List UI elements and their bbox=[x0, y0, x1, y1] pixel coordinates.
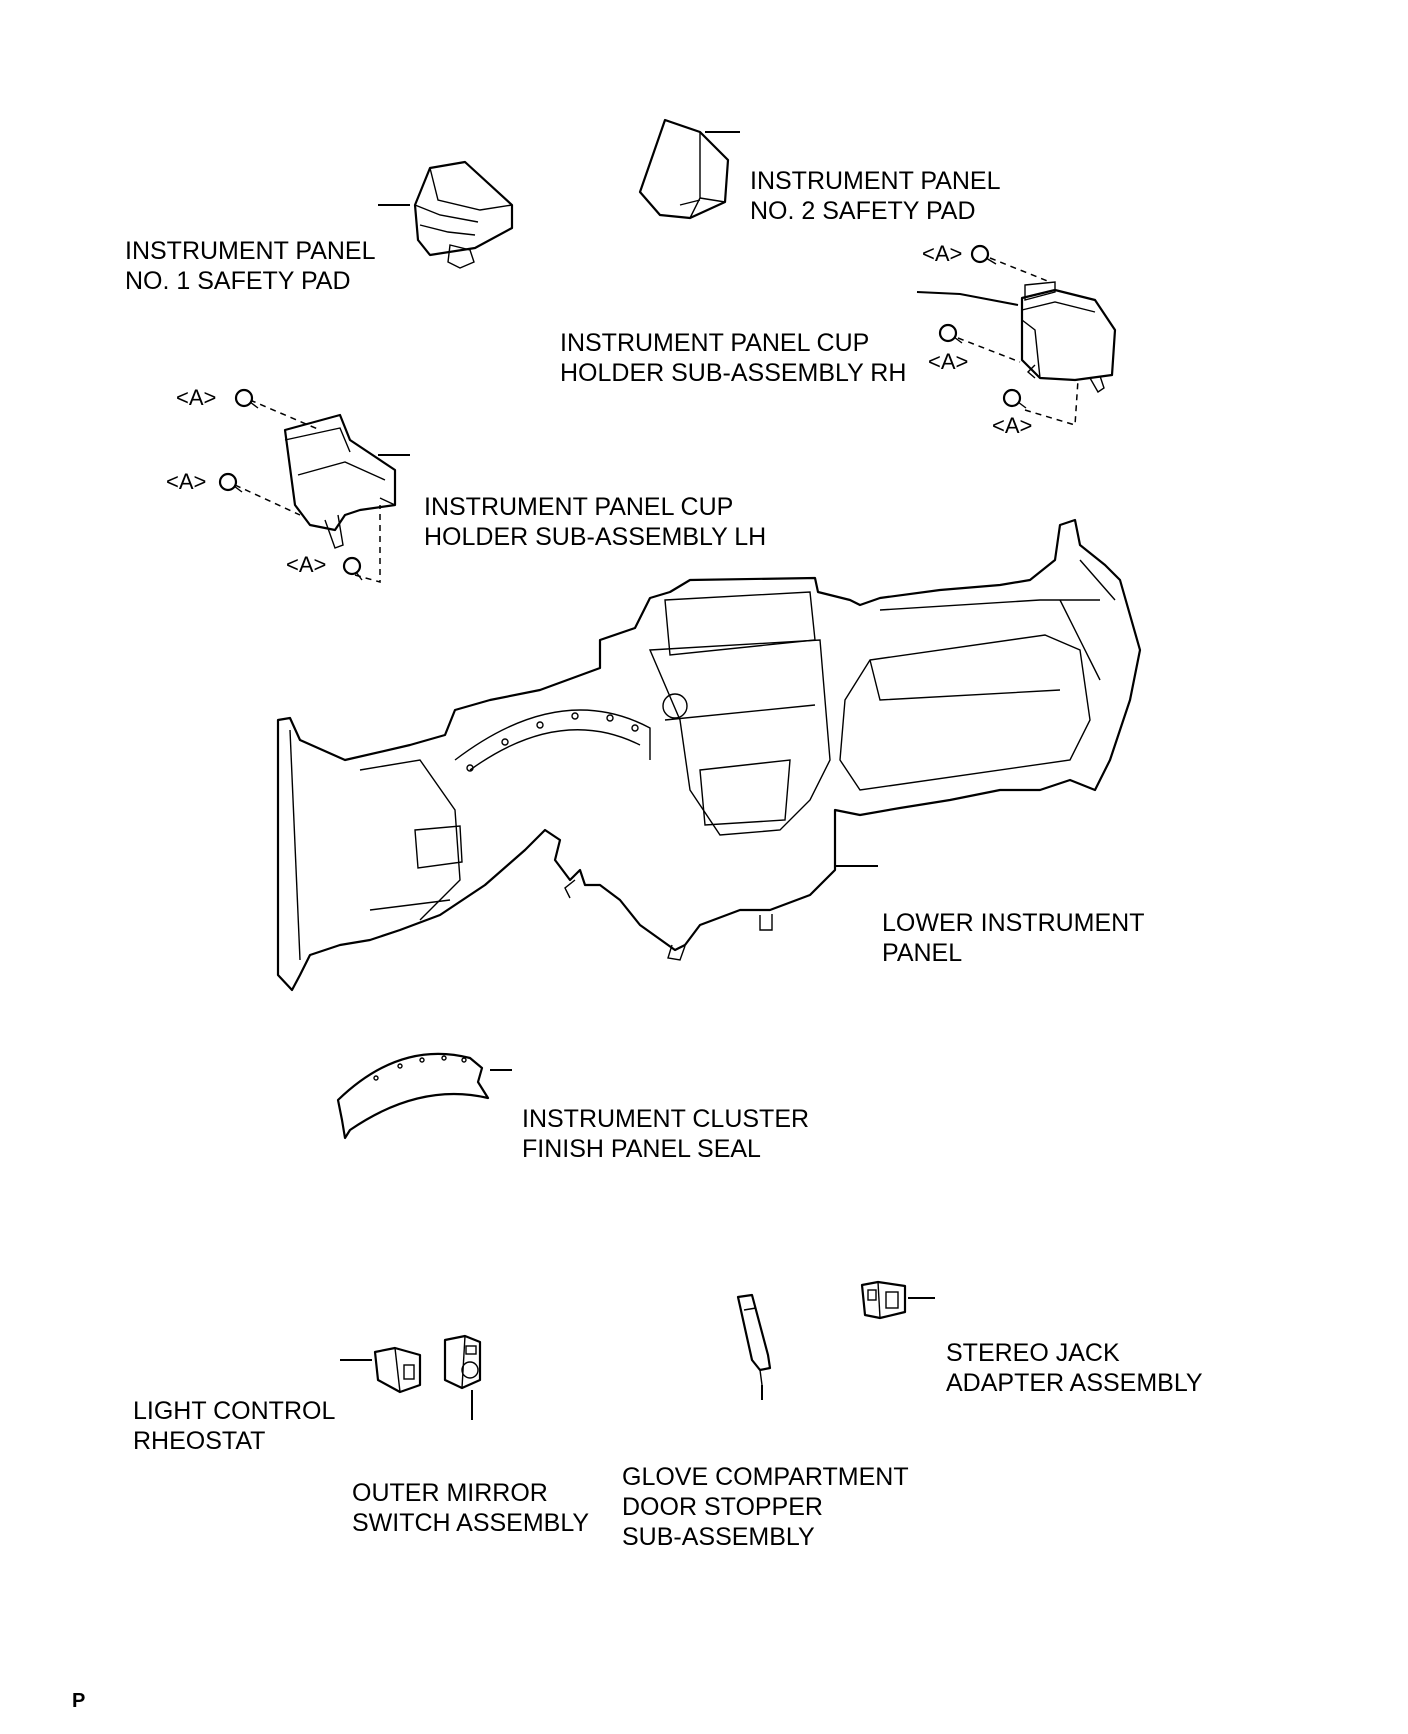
fastener-tag: <A> bbox=[992, 413, 1033, 438]
fastener-tag: <A> bbox=[286, 552, 327, 577]
cup-holder-lh-part bbox=[218, 388, 410, 583]
cup-holder-rh-part bbox=[916, 244, 1117, 426]
corner-mark: P bbox=[72, 1690, 86, 1712]
lower-instrument-panel-part bbox=[276, 518, 1142, 992]
stereo-jack-part bbox=[860, 1280, 935, 1320]
fastener-tag: <A> bbox=[922, 241, 963, 266]
outer-mirror-part bbox=[443, 1334, 482, 1420]
light-control-part bbox=[340, 1346, 422, 1394]
fastener-tag: <A> bbox=[166, 469, 207, 494]
fastener-tag: <A> bbox=[928, 349, 969, 374]
safety-pad-1-part bbox=[378, 160, 514, 269]
glove-stopper-part bbox=[736, 1293, 772, 1400]
cluster-seal-part bbox=[336, 1052, 512, 1140]
fastener-tag: <A> bbox=[176, 385, 217, 410]
safety-pad-2-part bbox=[638, 118, 740, 220]
